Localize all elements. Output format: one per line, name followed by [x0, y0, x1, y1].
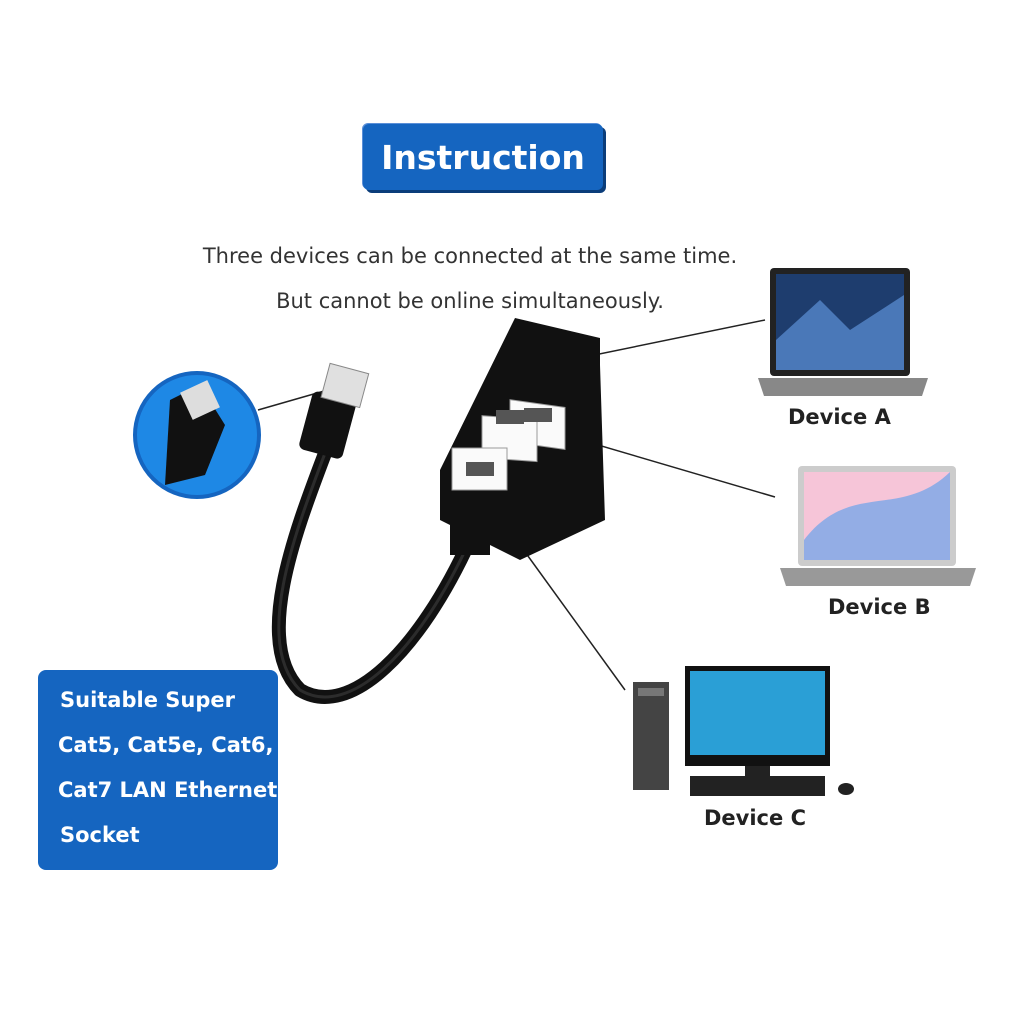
description-line-1: Three devices can be connected at the sa… — [202, 244, 738, 268]
description-line-2: But cannot be online simultaneously. — [276, 289, 664, 313]
compat-line: Socket — [60, 823, 140, 847]
line-to-device-a — [569, 319, 766, 361]
instruction-title-badge: Instruction — [363, 124, 603, 190]
desktop-c-icon — [633, 666, 854, 796]
rj45-closeup-icon — [133, 371, 261, 499]
compat-line: Cat7 LAN Ethernet — [58, 778, 278, 802]
compatibility-box: Suitable Super Cat5, Cat5e, Cat6, Cat7 L… — [38, 670, 278, 870]
laptop-b-icon — [780, 466, 976, 586]
device-b-label: Device B — [828, 595, 931, 619]
cable — [271, 437, 477, 704]
laptop-a-icon — [758, 268, 928, 396]
splitter-icon — [440, 318, 605, 560]
rj45-plug-icon — [299, 362, 370, 459]
line-to-device-c — [519, 544, 626, 691]
device-a-label: Device A — [788, 405, 891, 429]
compat-line: Suitable Super — [60, 688, 235, 712]
compat-line: Cat5, Cat5e, Cat6, — [58, 733, 274, 757]
device-c-label: Device C — [704, 806, 806, 830]
cable-highlight — [277, 439, 472, 699]
